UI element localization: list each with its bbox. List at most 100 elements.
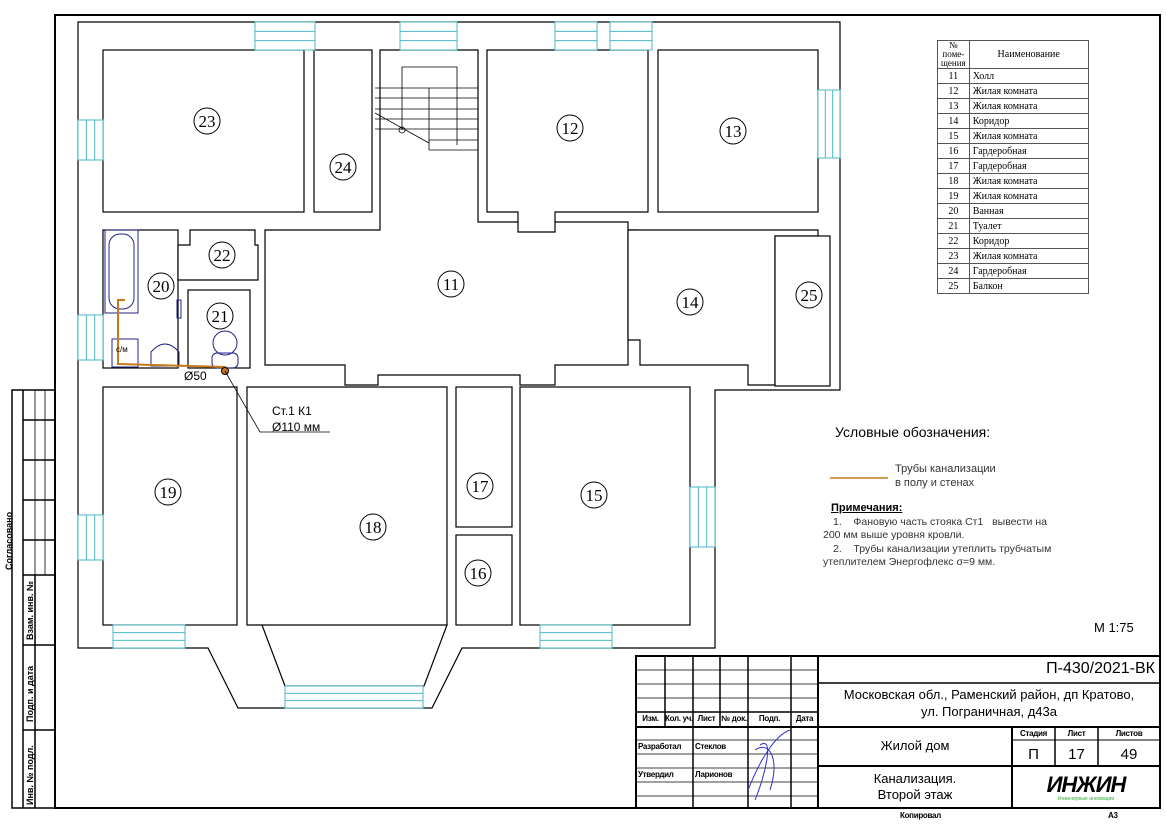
company-logo-subtitle: Инженерные инновации (1057, 796, 1115, 802)
room-number: 23 (937, 248, 970, 264)
room-number: 14 (937, 113, 970, 129)
sheets-label: Листов (1115, 729, 1143, 738)
title-block-header: Дата (795, 714, 814, 723)
room-label-circle (329, 153, 357, 181)
window (554, 21, 598, 51)
window (112, 624, 186, 649)
room-label-circle (795, 281, 823, 309)
room-label-circle (208, 241, 236, 269)
sheet-title-2: Второй этаж (877, 787, 953, 802)
room-number: 15 (937, 128, 970, 144)
room-number: 18 (937, 173, 970, 189)
side-stamp (11, 389, 56, 809)
rooms-header-name: Наименование (968, 40, 1089, 69)
room-name: Жилая комната (968, 128, 1089, 144)
object-name: Жилой дом (880, 738, 950, 753)
room-name: Ванная (968, 203, 1089, 219)
title-block-header: Изм. (642, 714, 659, 723)
window (609, 21, 653, 51)
scale-label: М 1:75 (1094, 620, 1134, 635)
window (817, 89, 841, 159)
window (399, 21, 458, 51)
stamp-vzam: Взам. инв. № (25, 581, 35, 640)
room-15 (519, 386, 691, 626)
address-line-1: Московская обл., Раменский район, дп Кра… (843, 687, 1135, 702)
sink-icon (150, 343, 180, 367)
room-name: Жилая комната (968, 248, 1089, 264)
bathtub-icon (104, 229, 139, 314)
window (77, 514, 104, 561)
room-name: Балкон (968, 278, 1089, 294)
title-block-grid (635, 655, 1161, 809)
notes-title: Примечания: (831, 502, 903, 514)
sheets-value: 49 (1120, 746, 1138, 763)
room-label-number: 14 (682, 293, 700, 312)
window (539, 624, 613, 649)
room-14-corridor (627, 229, 819, 386)
room-name: Гардеробная (968, 263, 1089, 279)
developed-by-label: Разработал (638, 742, 682, 751)
room-17 (455, 386, 513, 528)
room-label-number: 24 (335, 158, 353, 177)
riser-leader-line (224, 370, 330, 433)
stage-value: П (1028, 746, 1039, 763)
room-name: Гардеробная (968, 143, 1089, 159)
room-20 (102, 229, 179, 369)
address-line-2: ул. Пограничная, д43а (921, 704, 1057, 719)
window (284, 685, 424, 709)
sheet-title-1: Канализация. (873, 771, 957, 786)
room-number: 19 (937, 188, 970, 204)
title-block-header: Подп. (758, 714, 781, 723)
room-label-circle (466, 472, 494, 500)
room-label-circle (464, 559, 492, 587)
room-label-circle (719, 117, 747, 145)
legend-pipe-text-1: Трубы канализации (895, 463, 996, 475)
room-number: 24 (937, 263, 970, 279)
room-label-number: 11 (443, 275, 459, 294)
room-label-number: 17 (472, 477, 490, 496)
window (77, 314, 104, 361)
window (689, 486, 716, 548)
room-19 (102, 386, 238, 626)
approved-by-name: Ларионов (695, 770, 733, 779)
room-label-circle (147, 272, 175, 300)
windows-group (77, 21, 841, 709)
company-logo: ИНЖИН (1046, 772, 1127, 797)
room-name: Коридор (968, 113, 1089, 129)
room-number: 25 (937, 278, 970, 294)
room-label-number: 25 (801, 286, 818, 305)
room-label-number: 18 (365, 518, 382, 537)
room-label-number: 21 (212, 307, 229, 326)
pipe-diameter-label: Ø50 (184, 369, 207, 383)
room-name: Холл (968, 68, 1089, 84)
room-name: Гардеробная (968, 158, 1089, 174)
room-label-number: 13 (725, 122, 742, 141)
stage-label: Стадия (1019, 729, 1047, 738)
room-label-number: 23 (199, 112, 216, 131)
room-number: 17 (937, 158, 970, 174)
room-label-number: 15 (586, 486, 603, 505)
room-label-number: 20 (153, 277, 170, 296)
note-1a: 1. Фановую часть стояка Ст1 вывести на (833, 516, 1047, 528)
washer-label: с/м (116, 345, 128, 354)
window (77, 119, 104, 161)
room-24 (313, 49, 373, 213)
sheet-label: Лист (1067, 729, 1086, 738)
title-block-header: Кол. уч. (665, 714, 694, 723)
room-label-number: 12 (562, 119, 579, 138)
rooms-header-number: № поме-щения (937, 40, 970, 69)
rooms-group (102, 49, 831, 687)
room-label-number: 16 (470, 564, 487, 583)
room-name: Коридор (968, 233, 1089, 249)
room-label-circle (359, 513, 387, 541)
approved-by-label: Утвердил (638, 770, 674, 779)
